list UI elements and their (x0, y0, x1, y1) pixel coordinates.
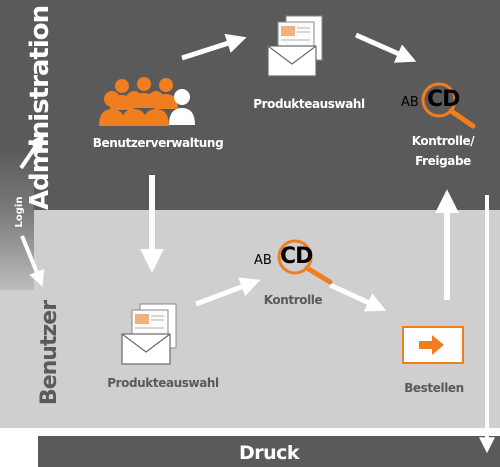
product-selection-admin-label: Produkteauswahl (253, 97, 365, 111)
control-release-label: Kontrolle/ Freigabe (410, 131, 476, 171)
magnifier-abcd-icon: AB CD (397, 74, 487, 129)
magnifier-cd-text: CD (280, 244, 313, 269)
magnifier-shape (277, 239, 333, 285)
magnifier-ab-text: AB (254, 253, 272, 268)
product-selection-user-label: Produkteauswahl (107, 376, 219, 390)
envelope-documents-icon (267, 15, 323, 77)
people-group-icon (99, 77, 195, 126)
login-arrow-down (20, 235, 45, 287)
user-band (0, 210, 500, 428)
control-user-label: Kontrolle (263, 293, 323, 307)
print-band (38, 436, 500, 467)
right-arrow-box-icon (402, 326, 464, 364)
user-management-label: Benutzerverwaltung (92, 136, 224, 150)
control-release-line2: Freigabe (415, 154, 471, 168)
magnifier-shape (421, 82, 476, 129)
login-arrow-up (19, 134, 45, 170)
envelope-documents-icon (121, 303, 177, 365)
magnifier-abcd-icon: AB CD (252, 232, 342, 285)
magnifier-ab-text: AB (401, 95, 419, 110)
arrow-users-to-products (181, 33, 247, 61)
arrow-products-to-control-user (195, 277, 261, 307)
arrow-products-to-control (354, 32, 417, 63)
arrow-control-to-order (328, 282, 387, 312)
print-label: Druck (238, 442, 300, 464)
order-label: Bestellen (404, 381, 464, 395)
login-strip (0, 150, 34, 290)
magnifier-cd-text: CD (427, 87, 460, 112)
administration-band (0, 0, 500, 210)
control-release-line1: Kontrolle/ (411, 134, 475, 148)
